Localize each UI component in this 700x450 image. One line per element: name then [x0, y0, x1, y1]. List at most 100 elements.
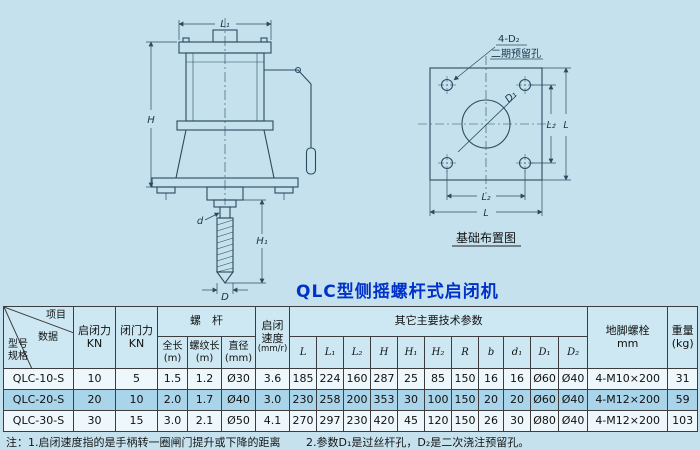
- col-close-force: 闭门力 KN: [115, 306, 158, 369]
- value-cell: 4-M12×200: [587, 389, 669, 411]
- technical-drawings: L₁ H H₁ d D: [146, 18, 571, 303]
- value-cell: 26: [478, 410, 505, 432]
- col-L1: L₁: [316, 336, 345, 369]
- col-R: R: [451, 336, 480, 369]
- dim-label-l-bottom: L: [483, 208, 488, 219]
- col-screw-group: 螺 杆: [156, 306, 257, 337]
- value-cell: 160: [343, 368, 372, 390]
- dim-label-l1: L₁: [220, 19, 230, 30]
- weight-unit: (kg): [671, 336, 694, 350]
- corner-label-model-2: 规格: [8, 351, 28, 362]
- value-cell: 185: [289, 368, 318, 390]
- col-d1: d₁: [503, 336, 532, 369]
- dim-label-l-side: L: [563, 120, 568, 131]
- value-cell: 30: [73, 410, 116, 432]
- speed-label-2: 速度: [261, 331, 284, 345]
- col-speed: 启闭 速度 (mm/r): [255, 306, 291, 369]
- value-cell: 10: [115, 389, 158, 411]
- col-screw-diameter: 直径 (mm): [220, 336, 257, 369]
- speed-unit: (mm/r): [257, 344, 288, 355]
- value-cell: 25: [397, 368, 426, 390]
- value-cell: 150: [451, 389, 480, 411]
- col-L2: L₂: [343, 336, 372, 369]
- value-cell: 3.0: [157, 410, 188, 432]
- dim-label-d1: D₁: [503, 89, 519, 105]
- col-D1: D₁: [530, 336, 560, 369]
- value-cell: 150: [451, 410, 480, 432]
- value-cell: Ø60: [530, 368, 560, 390]
- open-force-label: 启闭力: [78, 324, 111, 338]
- value-cell: 353: [370, 389, 399, 411]
- plan-view-dimensions: [429, 44, 571, 247]
- model-cell: QLC-20-S: [3, 389, 74, 411]
- value-cell: 120: [424, 410, 453, 432]
- plan-view-labels: 4-D₂ 二期预留孔 D₁ L₂ L L₂ L 基础布置图: [456, 34, 569, 245]
- screw-tip: [215, 271, 235, 284]
- value-cell: 287: [370, 368, 399, 390]
- dim-label-l2-side: L₂: [546, 120, 555, 131]
- value-cell: Ø40: [558, 368, 589, 390]
- table-row-qlc-10-s: QLC-10-S 10 5 1.5 1.2 Ø30 3.6 185 224 16…: [3, 368, 699, 390]
- value-cell: 20: [73, 389, 116, 411]
- col-H: H: [370, 336, 399, 369]
- value-cell: 2.1: [187, 410, 222, 432]
- footnote-note-2: 2.参数D₁是过丝杆孔，D₂是二次浇注预留孔。: [306, 436, 530, 449]
- screw-thread-label: 螺纹长: [189, 341, 220, 353]
- screw-full-label: 全长: [162, 341, 183, 353]
- col-L: L: [289, 336, 318, 369]
- screw-plain: [219, 206, 231, 219]
- foot-left: [156, 186, 176, 194]
- screw-thread-unit: (m): [195, 352, 214, 364]
- screw-dia-label: 直径: [228, 341, 249, 353]
- value-cell: 45: [397, 410, 426, 432]
- cap-bolt-right: [260, 37, 268, 43]
- model-cell: QLC-30-S: [3, 410, 74, 432]
- footnote: 注：1.启闭速度指的是手柄转一圈闸门提升或下降的距离 2.参数D₁是过丝杆孔，D…: [6, 434, 529, 450]
- value-cell: 30: [503, 410, 532, 432]
- table-row-qlc-30-s: QLC-30-S 30 15 3.0 2.1 Ø50 4.1 270 297 2…: [3, 410, 699, 432]
- callout-reserved-hole: 二期预留孔: [491, 47, 541, 60]
- diagonal-line: [457, 95, 517, 153]
- value-cell: 20: [478, 389, 505, 411]
- dim-label-h: H: [147, 115, 155, 126]
- col-screw-thread-length: 螺纹长 (m): [187, 336, 222, 369]
- bolt-label: 地脚螺栓: [605, 324, 650, 338]
- col-weight: 重量 (kg): [667, 306, 699, 369]
- value-cell: 1.7: [187, 389, 222, 411]
- value-cell: 270: [289, 410, 318, 432]
- corner-label-data: 数据: [38, 332, 58, 343]
- header-row-2: 全长 (m) 螺纹长 (m) 直径 (mm) L L₁ L₂ H H₁ H₂ R…: [4, 336, 698, 369]
- plan-caption: 基础布置图: [456, 231, 516, 245]
- value-cell: 1.5: [157, 368, 188, 390]
- col-D2: D₂: [558, 336, 589, 369]
- dim-label-d: d: [197, 216, 204, 227]
- value-cell: 420: [370, 410, 399, 432]
- front-view-dimensions: [146, 20, 272, 294]
- value-cell: 1.2: [187, 368, 222, 390]
- value-cell: 16: [478, 368, 505, 390]
- value-cell: 224: [316, 368, 345, 390]
- value-cell: 100: [424, 389, 453, 411]
- value-cell: Ø30: [220, 368, 257, 390]
- value-cell: 31: [667, 368, 699, 390]
- value-cell: Ø50: [220, 410, 257, 432]
- value-cell: 15: [115, 410, 158, 432]
- dim-label-h1: H₁: [256, 236, 268, 247]
- corner-label-model-1: 型号: [8, 339, 28, 350]
- page-title: QLC型侧摇螺杆式启闭机: [296, 282, 499, 302]
- value-cell: Ø40: [220, 389, 257, 411]
- col-anchor-bolt: 地脚螺栓 mm: [587, 306, 669, 369]
- value-cell: Ø40: [558, 410, 589, 432]
- value-cell: 258: [316, 389, 345, 411]
- close-force-unit: KN: [128, 336, 145, 350]
- col-H2: H₂: [424, 336, 453, 369]
- value-cell: 3.6: [255, 368, 291, 390]
- center-hole: [461, 99, 511, 149]
- callout-4-d2: 4-D₂: [498, 34, 520, 45]
- value-cell: 200: [343, 389, 372, 411]
- col-other-params-group: 其它主要技术参数: [289, 306, 589, 337]
- corner-header: 项目 数据 型号 规格: [3, 306, 74, 369]
- corner-diagonal-lines: [4, 307, 73, 368]
- value-cell: 5: [115, 368, 158, 390]
- value-cell: 2.0: [157, 389, 188, 411]
